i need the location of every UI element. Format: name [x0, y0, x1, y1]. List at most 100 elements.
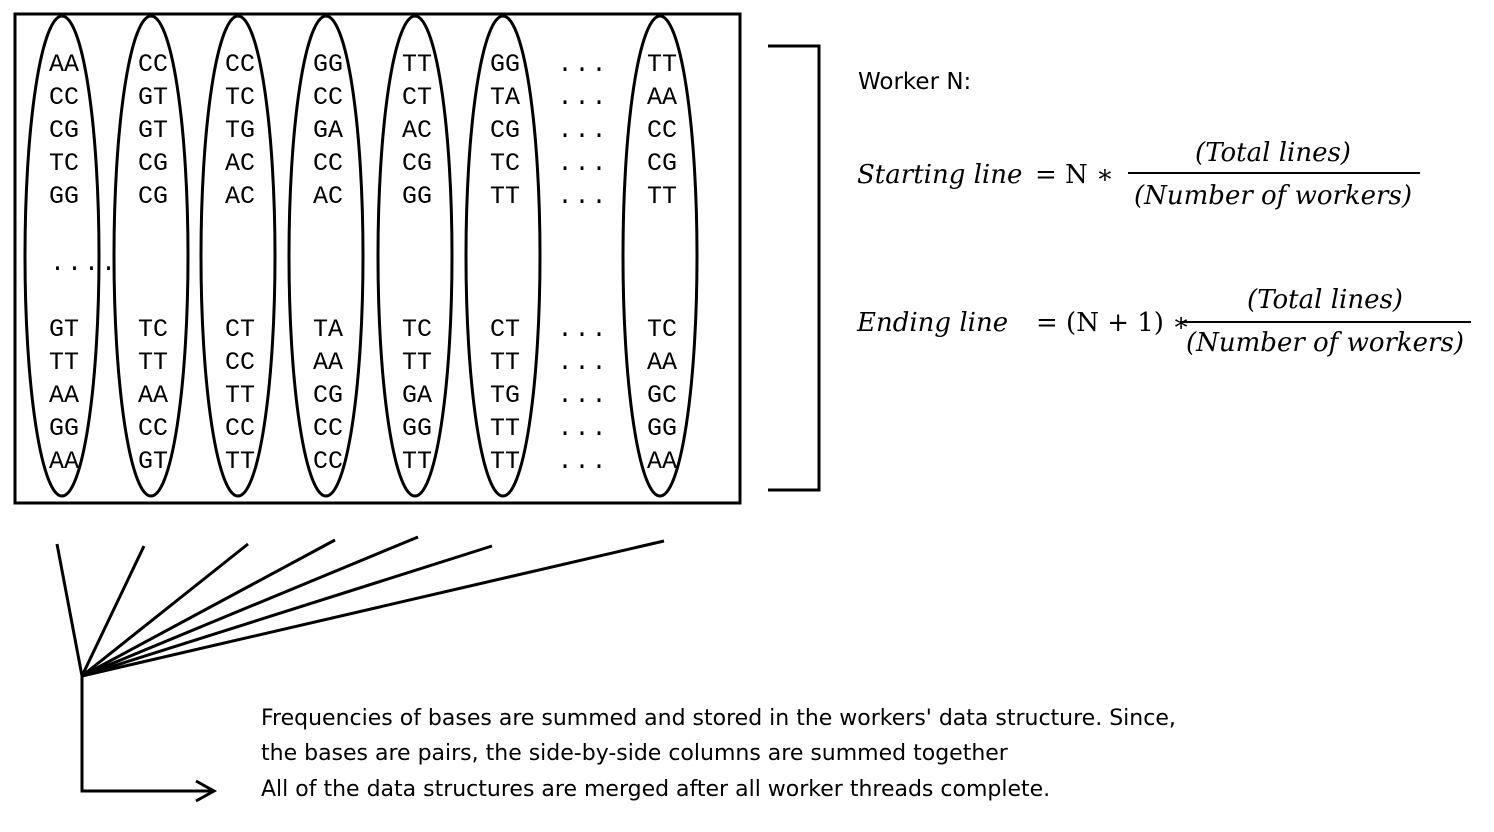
base-pair-cell: AA	[647, 447, 677, 476]
base-pair-cell: CC	[225, 50, 255, 79]
worker-range-bracket	[768, 44, 821, 492]
column-oval	[621, 14, 699, 498]
base-pair-cell: TT	[402, 447, 432, 476]
base-pair-cell: TT	[490, 348, 520, 377]
base-pair-cell: GG	[647, 414, 677, 443]
starting-line-operator: = N ∗	[1035, 160, 1114, 190]
ellipsis-cell: ...	[557, 182, 608, 211]
base-pair-cell: AC	[313, 182, 343, 211]
base-pair-cell: GG	[402, 414, 432, 443]
base-pair-cell: CT	[402, 83, 432, 112]
base-pair-cell: CC	[225, 414, 255, 443]
ending-line-denominator: (Number of workers)	[1186, 328, 1464, 358]
merge-arrow	[80, 676, 218, 803]
ellipsis-cell: ...	[557, 381, 608, 410]
base-pair-cell: GG	[49, 182, 79, 211]
base-pair-cell: TT	[402, 50, 432, 79]
ellipsis-cell: ...	[557, 116, 608, 145]
column-groups: AA CC CG TC GG GT TT AA GG AA.... CC GT GT CG CG TC TT AA…	[23, 14, 699, 498]
base-pair-cell: CG	[138, 149, 168, 178]
base-pair-cell: GT	[138, 116, 168, 145]
ellipsis-cell: ...	[557, 315, 608, 344]
base-pair-cell: GG	[402, 182, 432, 211]
base-pair-cell: TG	[490, 381, 520, 410]
base-pair-cell: TT	[647, 182, 677, 211]
base-pair-cell: TT	[490, 414, 520, 443]
base-pair-cell: AA	[138, 381, 168, 410]
base-pair-cell: AA	[49, 50, 79, 79]
base-pair-cell: GT	[138, 83, 168, 112]
base-pair-cell: TT	[225, 447, 255, 476]
fan-line	[80, 545, 146, 677]
ellipsis-cell: ...	[557, 414, 608, 443]
starting-line-lhs: Starting line	[857, 160, 1022, 190]
merge-arrow-shaft	[80, 676, 214, 793]
base-pair-cell: TC	[138, 315, 168, 344]
base-pair-cell: CT	[490, 315, 520, 344]
base-pair-cell: CG	[402, 149, 432, 178]
row-gap-ellipsis: ....	[50, 249, 118, 278]
ending-line-lhs: Ending line	[856, 308, 1008, 338]
base-pair-cell: CG	[49, 116, 79, 145]
base-pair-cell: GA	[313, 116, 343, 145]
base-pair-cell: TA	[490, 83, 520, 112]
arrow-head-icon	[195, 779, 218, 803]
base-pair-cell: CC	[225, 348, 255, 377]
base-pair-cell: CC	[313, 83, 343, 112]
base-pair-cell: AA	[647, 83, 677, 112]
ellipsis-cell: ...	[557, 83, 608, 112]
column-oval	[376, 14, 454, 498]
base-pair-cell: AA	[647, 348, 677, 377]
merge-fan-lines	[55, 535, 665, 678]
base-pair-cell: TC	[490, 149, 520, 178]
column-oval	[464, 14, 542, 498]
base-pair-cell: AA	[49, 381, 79, 410]
base-pair-cell: TT	[225, 381, 255, 410]
fan-line	[81, 535, 419, 678]
base-pair-cell: CG	[490, 116, 520, 145]
ending-line-formula: Ending line = (N + 1) ∗ (Total lines) (N…	[856, 285, 1471, 358]
base-pair-cell: TT	[647, 50, 677, 79]
ellipsis-cell: ...	[557, 149, 608, 178]
base-pair-cell: AC	[225, 149, 255, 178]
base-pair-cell: TC	[647, 315, 677, 344]
description-line-3: All of the data structures are merged af…	[261, 777, 1050, 802]
base-pair-cell: AC	[225, 182, 255, 211]
starting-line-formula: Starting line = N ∗ (Total lines) (Numbe…	[857, 138, 1420, 211]
base-pair-cell: TT	[138, 348, 168, 377]
base-pair-cell: TT	[490, 447, 520, 476]
base-pair-cell: TT	[402, 348, 432, 377]
base-pair-cell: TC	[402, 315, 432, 344]
base-pair-cell: AA	[313, 348, 343, 377]
column-oval	[287, 14, 365, 498]
column-oval	[199, 14, 277, 498]
base-pair-cell: GT	[49, 315, 79, 344]
base-pair-cell: CC	[313, 447, 343, 476]
base-pair-cell: AA	[49, 447, 79, 476]
base-pair-cell: GG	[490, 50, 520, 79]
description-line-2: the bases are pairs, the side-by-side co…	[261, 741, 1009, 766]
column-oval	[23, 14, 101, 498]
base-pair-cell: CC	[138, 414, 168, 443]
base-pair-cell: GT	[138, 447, 168, 476]
worker-title: Worker N:	[858, 69, 971, 95]
ellipsis-cell: ...	[557, 50, 608, 79]
base-pair-cell: AC	[402, 116, 432, 145]
fan-line	[55, 543, 84, 677]
column-oval	[112, 14, 190, 498]
base-pair-cell: TT	[49, 348, 79, 377]
ellipsis-cell: ...	[557, 447, 608, 476]
base-pair-cell: GG	[49, 414, 79, 443]
base-pair-cell: TC	[225, 83, 255, 112]
base-pair-cell: TT	[490, 182, 520, 211]
ending-line-operator: = (N + 1) ∗	[1036, 308, 1190, 338]
starting-line-denominator: (Number of workers)	[1134, 181, 1412, 211]
base-pair-cell: GA	[402, 381, 432, 410]
base-pair-cell: CC	[138, 50, 168, 79]
base-pair-cell: TA	[313, 315, 343, 344]
base-pair-cell: CC	[49, 83, 79, 112]
base-pair-cell: TG	[225, 116, 255, 145]
base-pair-cell: CC	[647, 116, 677, 145]
base-pair-cell: GC	[647, 381, 677, 410]
fan-line	[81, 538, 336, 678]
